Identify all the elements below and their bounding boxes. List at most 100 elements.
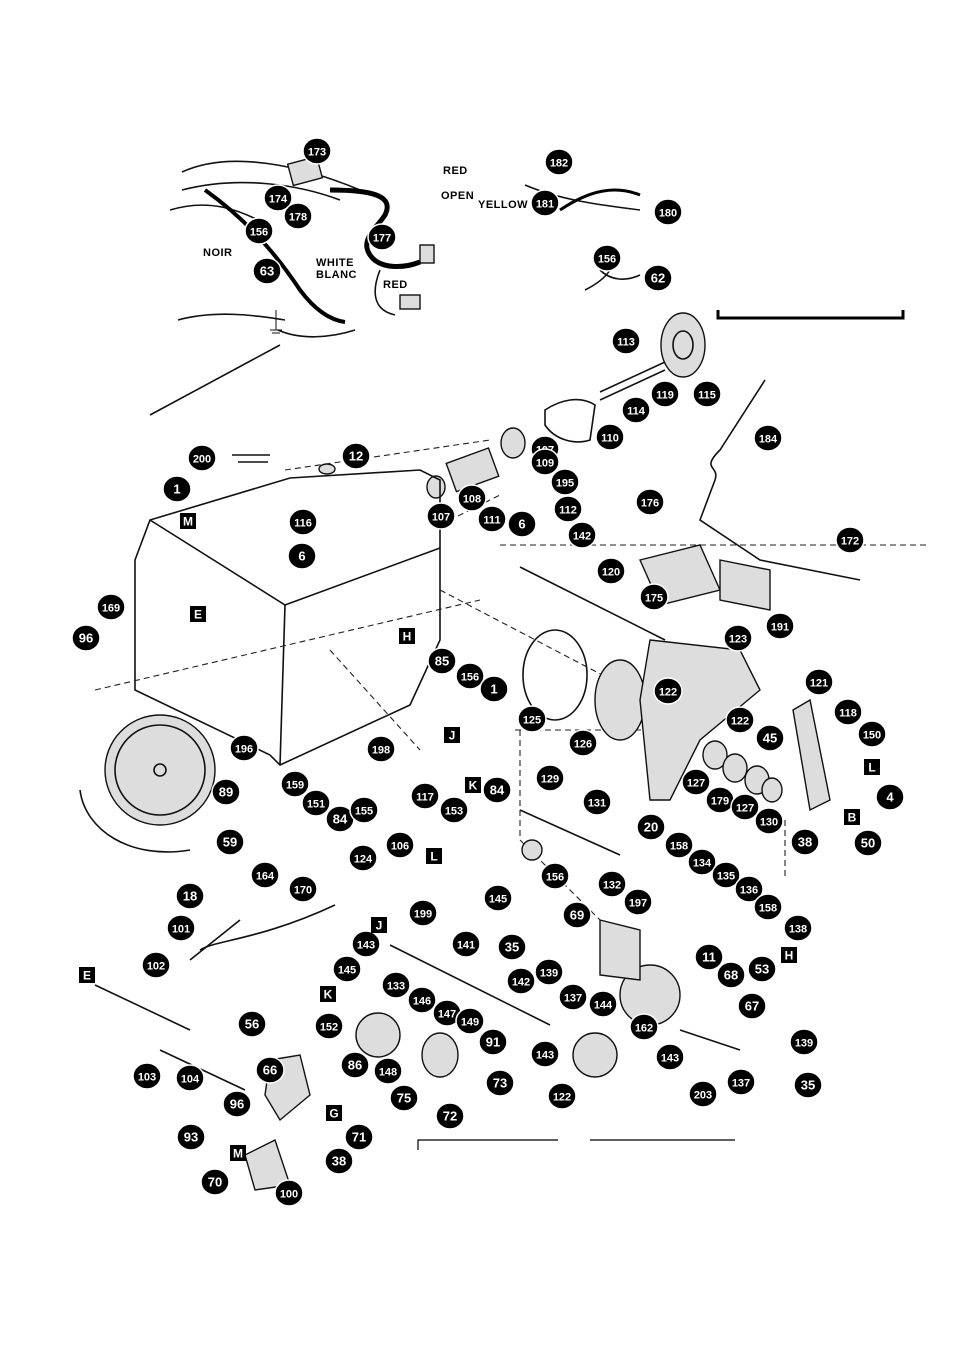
letter-tag-box: [444, 727, 460, 743]
callout-number: 20: [644, 820, 658, 835]
callout-n145b: 145: [332, 955, 362, 983]
callout-balloon: [482, 776, 512, 804]
callout-number: 149: [461, 1017, 479, 1029]
callout-n164: 164: [250, 861, 280, 889]
callout-number: 175: [645, 593, 663, 605]
letter-tag-L1: L: [864, 759, 880, 775]
callout-number: 142: [512, 977, 530, 989]
callout-balloon: [244, 217, 274, 245]
callout-number: 4: [886, 790, 894, 805]
callout-balloon: [215, 828, 245, 856]
callout-n67: 67: [737, 992, 767, 1020]
callout-n6a: 6: [507, 510, 537, 538]
callout-n126: 126: [568, 729, 598, 757]
callout-balloon: [550, 468, 580, 496]
callout-n145a: 145: [483, 884, 513, 912]
callout-balloon: [141, 951, 171, 979]
callout-n199: 199: [408, 899, 438, 927]
callout-number: 177: [373, 233, 391, 245]
callout-number: 59: [223, 835, 237, 850]
callout-balloon: [643, 264, 673, 292]
callout-number: 93: [184, 1130, 198, 1145]
callout-balloon: [711, 861, 741, 889]
callout-balloon: [175, 882, 205, 910]
callout-number: 89: [219, 785, 233, 800]
callout-n122c: 122: [547, 1082, 577, 1110]
callout-n20: 20: [636, 813, 666, 841]
callout-balloon: [301, 789, 331, 817]
callout-number: 112: [559, 505, 577, 517]
callout-n63: 63: [252, 257, 282, 285]
callout-balloon: [737, 992, 767, 1020]
callout-number: 134: [693, 858, 712, 870]
callout-balloon: [754, 807, 784, 835]
letter-tag-text: G: [329, 1107, 338, 1121]
callout-n151: 151: [301, 789, 331, 817]
callout-balloon: [783, 914, 813, 942]
callout-number: 131: [588, 798, 606, 810]
callout-balloon: [166, 914, 196, 942]
callout-n131: 131: [582, 788, 612, 816]
callout-number: 116: [294, 518, 312, 530]
callout-number: 72: [443, 1109, 457, 1124]
callout-balloon: [435, 1102, 465, 1130]
callout-number: 11: [702, 950, 716, 965]
callout-n102: 102: [141, 951, 171, 979]
callout-balloon: [288, 508, 318, 536]
callout-number: 110: [601, 433, 619, 445]
callout-number: 50: [861, 836, 875, 851]
callout-balloons: 1731741781566317718218118015662113114119…: [71, 137, 905, 1207]
callout-number: 127: [736, 803, 754, 815]
callout-balloon: [351, 930, 381, 958]
callout-n106: 106: [385, 831, 415, 859]
callout-balloon: [132, 1062, 162, 1090]
callout-n133: 133: [381, 971, 411, 999]
wire-label-red-lower: RED: [383, 279, 408, 291]
callout-number: 139: [795, 1038, 813, 1050]
callout-number: 198: [372, 745, 390, 757]
callout-number: 153: [445, 806, 463, 818]
callout-n203: 203: [688, 1080, 718, 1108]
callout-n120: 120: [596, 557, 626, 585]
callout-number: 182: [550, 158, 568, 170]
callout-balloon: [755, 724, 785, 752]
callout-balloon: [833, 698, 863, 726]
callout-n93: 93: [176, 1123, 206, 1151]
callout-n155: 155: [349, 796, 379, 824]
callout-n134: 134: [687, 848, 717, 876]
letter-tag-E1: E: [190, 606, 206, 622]
callout-n135: 135: [711, 861, 741, 889]
callout-n162: 162: [629, 1013, 659, 1041]
letter-tag-box: [326, 1105, 342, 1121]
callout-n84a: 84: [325, 805, 355, 833]
callout-balloon: [530, 189, 560, 217]
callout-balloon: [723, 624, 753, 652]
callout-balloon: [348, 844, 378, 872]
callout-number: 101: [172, 924, 190, 936]
callout-number: 122: [731, 716, 749, 728]
callout-balloon: [558, 983, 588, 1011]
callout-balloon: [373, 1057, 403, 1085]
callout-number: 130: [760, 817, 778, 829]
callout-balloon: [753, 893, 783, 921]
callout-n191: 191: [765, 612, 795, 640]
callout-balloon: [753, 424, 783, 452]
callout-balloon: [726, 1068, 756, 1096]
callout-balloon: [187, 444, 217, 472]
callout-number: 106: [391, 841, 409, 853]
callout-balloon: [408, 899, 438, 927]
callout-balloon: [687, 848, 717, 876]
callout-balloon: [340, 1051, 370, 1079]
callout-balloon: [544, 148, 574, 176]
callout-n50: 50: [853, 829, 883, 857]
callout-n75: 75: [389, 1084, 419, 1112]
callout-number: 119: [656, 390, 674, 402]
callout-n119: 119: [650, 380, 680, 408]
callout-balloon: [287, 542, 317, 570]
callout-number: 118: [839, 708, 857, 720]
letter-tag-H1: H: [399, 628, 415, 644]
callout-n158a: 158: [664, 831, 694, 859]
callout-number: 67: [745, 999, 759, 1014]
callout-n137a: 137: [558, 983, 588, 1011]
